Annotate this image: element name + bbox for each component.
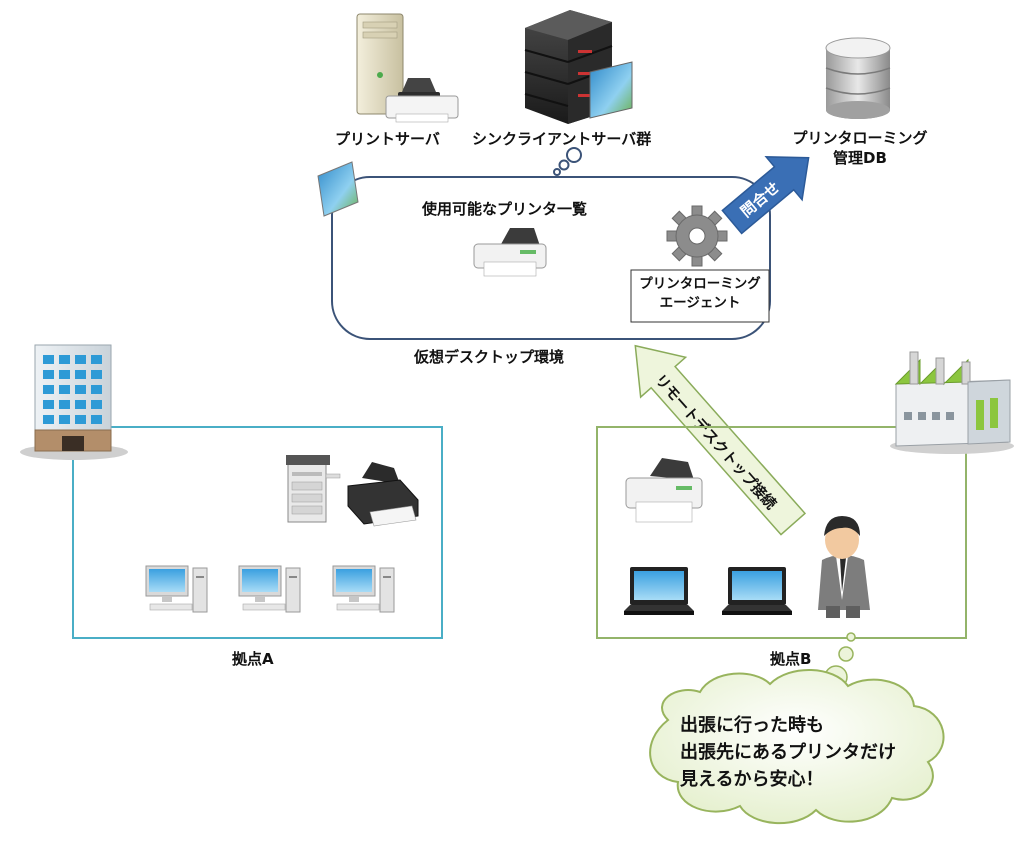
roaming-db-label-line2: 管理DB (833, 149, 887, 167)
printer-icon (347, 462, 419, 527)
site-b-label: 拠点B (770, 650, 812, 668)
connector-bubbles (553, 147, 582, 176)
site-b-box (596, 426, 967, 639)
print-server-icon (356, 13, 459, 123)
laptop-icon (624, 567, 694, 615)
printer-icon (473, 228, 547, 277)
printer-list-label: 使用可能なプリンタ一覧 (422, 200, 588, 218)
gear-icon (666, 205, 728, 267)
vdi-environment-label: 仮想デスクトップ環境 (414, 348, 565, 366)
factory-icon (890, 351, 1014, 454)
print-server-label: プリントサーバ (335, 130, 440, 148)
remote-desktop-arrow (634, 344, 807, 536)
database-icon (825, 37, 891, 119)
speech-line3: 見えるから安心！ (680, 769, 824, 790)
speech-text: 出張に行った時も 出張先にあるプリンタだけ 見えるから安心！ (680, 712, 896, 793)
speech-cloud (649, 669, 945, 824)
desktop-wallpaper-icon (317, 161, 359, 217)
agent-box (630, 269, 770, 323)
speech-line2: 出張先にあるプリンタだけ (680, 742, 896, 763)
speech-line1: 出張に行った時も (680, 715, 824, 736)
site-a-box (72, 426, 443, 639)
agent-label: プリンタローミング エージェント (631, 275, 769, 313)
laptop-icon (722, 567, 792, 615)
server-rack-icon (524, 10, 633, 124)
printer-icon (625, 458, 703, 523)
agent-label-line1: プリンタローミング (639, 276, 761, 292)
site-a-label: 拠点A (232, 650, 274, 668)
desktop-pc-icon (238, 565, 301, 613)
roaming-db-label: プリンタローミング 管理DB (790, 128, 930, 168)
desktop-pc-icon (145, 565, 208, 613)
agent-label-line2: エージェント (659, 295, 741, 311)
businessman-icon (818, 516, 870, 618)
copier-icon (286, 455, 341, 523)
thin-client-servers-label: シンクライアントサーバ群 (472, 130, 652, 148)
office-building-icon (20, 344, 128, 460)
roaming-db-label-line1: プリンタローミング (792, 129, 928, 147)
desktop-pc-icon (332, 565, 395, 613)
